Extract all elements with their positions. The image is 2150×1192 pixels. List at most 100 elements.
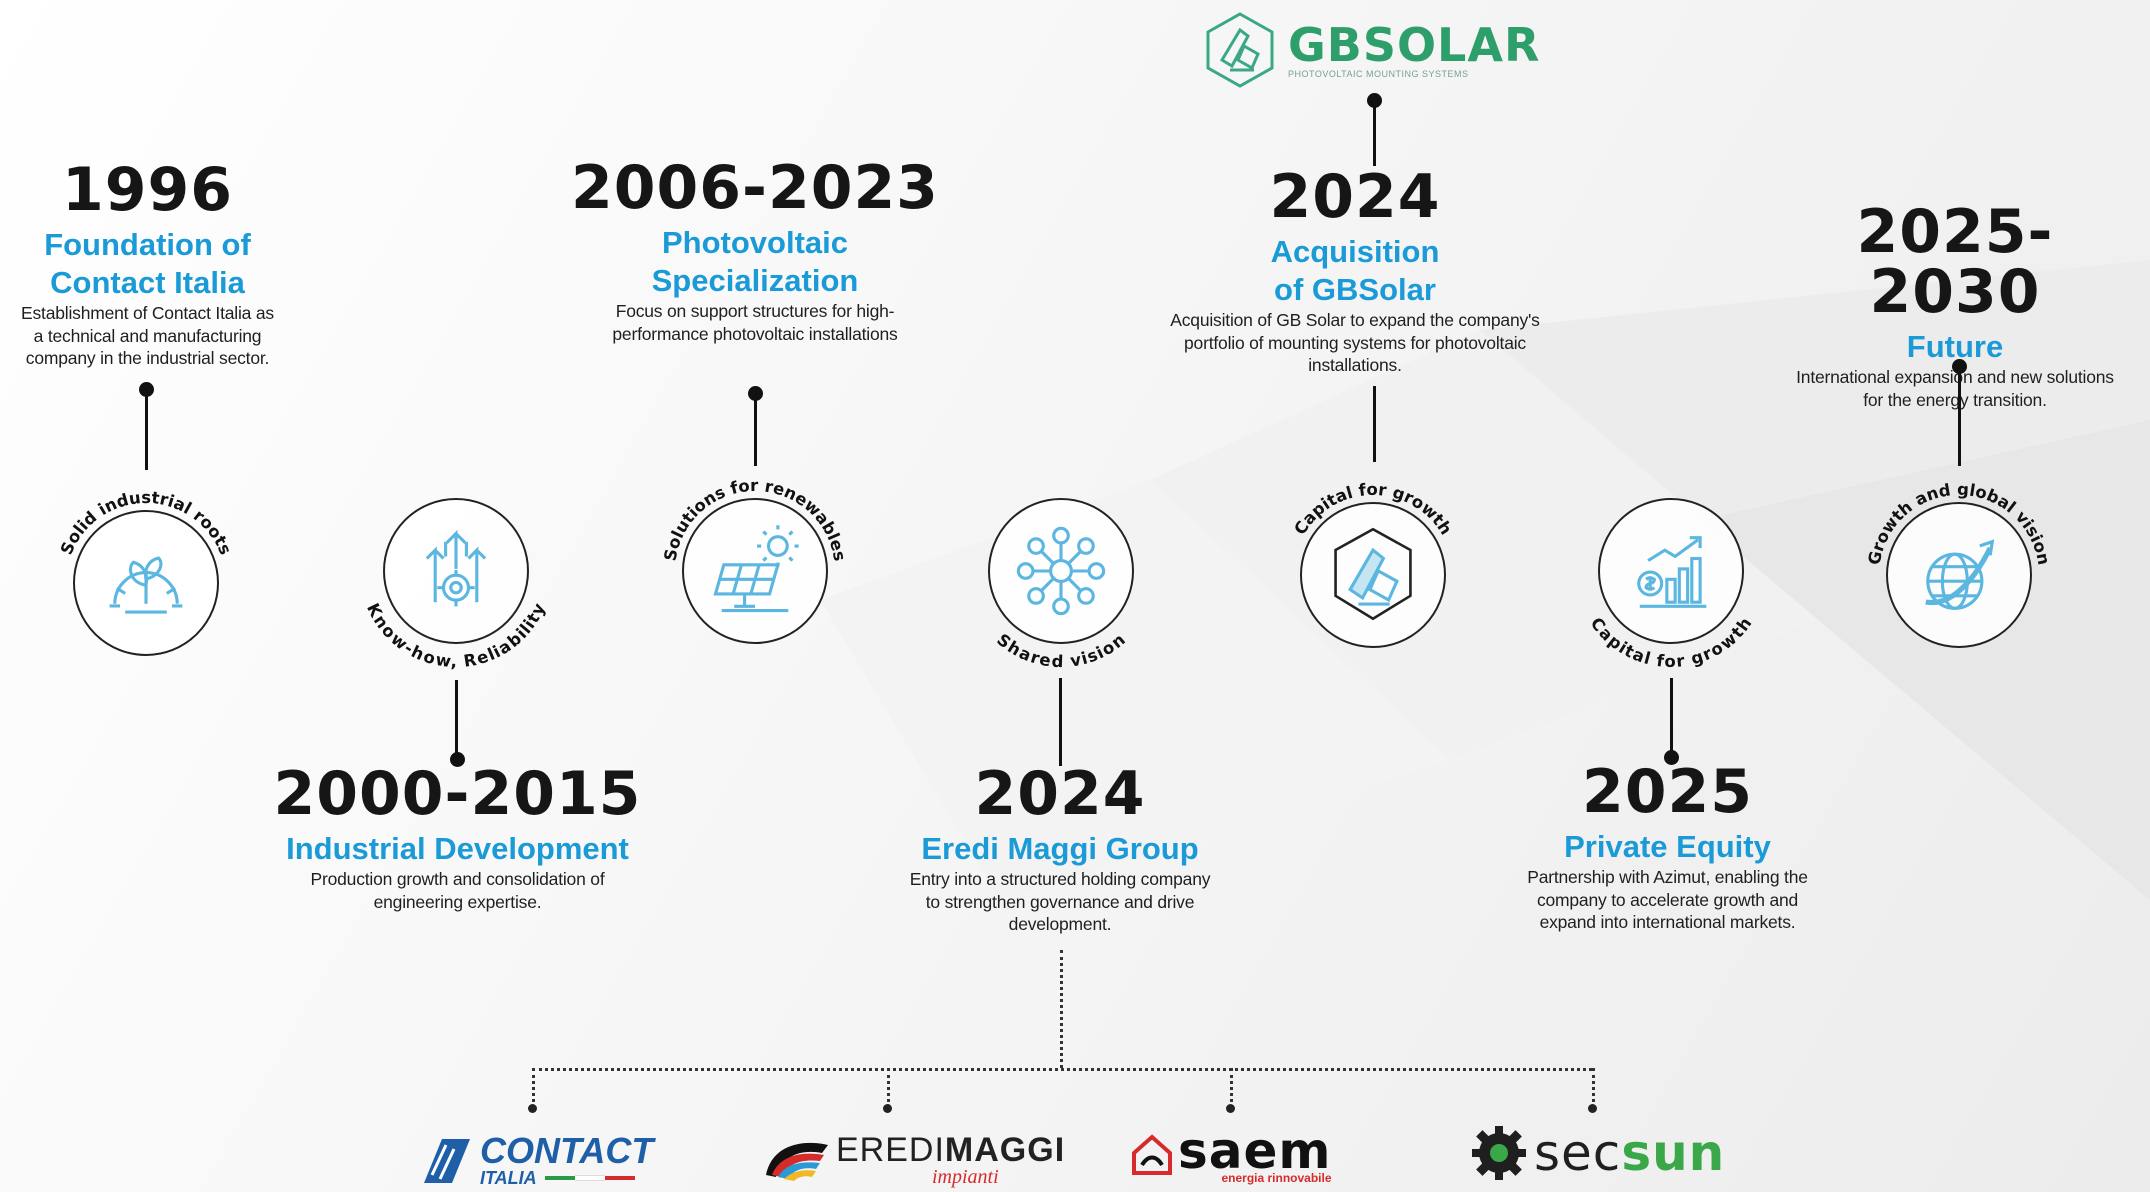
badge-arc: Capital for growth	[1290, 480, 1455, 538]
group-tree-branch	[532, 1068, 1592, 1071]
badge-label: Solid industrial roots	[57, 488, 235, 558]
milestone-year: 1996	[62, 155, 233, 225]
gbsolar-mark-icon	[1334, 527, 1412, 621]
milestone-title: Photovoltaic Specialization	[651, 225, 859, 298]
badge-arc: Shared vision	[993, 630, 1129, 671]
group-tree-leg	[532, 1068, 535, 1108]
badge-arc: Solid industrial roots	[57, 488, 235, 558]
eredi-maggi-emblem-icon	[766, 1142, 828, 1181]
milestone-2024-eredi-maggi: 2024 Eredi Maggi Group Entry into a stru…	[870, 764, 1250, 936]
milestone-1996: 1996 Foundation of Contact Italia Establ…	[5, 160, 290, 370]
milestone-year: 2025-2030	[1856, 197, 2054, 327]
timeline-dot	[748, 386, 763, 401]
milestone-icon-circle	[73, 510, 219, 656]
milestone-2025-private-equity: 2025 Private Equity Partnership with Azi…	[1490, 762, 1845, 934]
timeline-dot	[450, 752, 465, 767]
branch-dot	[883, 1104, 892, 1113]
eredi-maggi-logo: EREDIMAGGI impianti	[762, 1130, 1065, 1190]
saem-sub: energia rinnovabile	[1221, 1171, 1332, 1185]
milestone-icon-circle	[383, 498, 529, 644]
badge-arc: Solutions for renewables	[661, 476, 850, 563]
connector-line	[1373, 100, 1376, 166]
milestone-title: Foundation of Contact Italia	[44, 227, 251, 300]
contact-italia-emblem-icon	[424, 1139, 470, 1183]
milestone-description: Acquisition of GB Solar to expand the co…	[1170, 310, 1540, 375]
secsun-gear-icon	[1472, 1126, 1526, 1180]
milestone-2000-2015: 2000-2015 Industrial Development Product…	[265, 764, 650, 913]
eredi-maggi-name-right: MAGGI	[944, 1131, 1066, 1169]
branch-dot	[1226, 1104, 1235, 1113]
contact-italia-sub: ITALIA	[480, 1168, 537, 1188]
contact-italia-logo: CONTACT ITALIA	[420, 1132, 653, 1188]
milestone-icon-circle	[1300, 502, 1446, 648]
milestone-title: Industrial Development	[286, 831, 629, 866]
milestone-description: Partnership with Azimut, enabling the co…	[1527, 867, 1808, 932]
milestone-title: Eredi Maggi Group	[921, 831, 1199, 866]
connector-line	[1670, 678, 1673, 756]
flag-stripe-green	[544, 1176, 575, 1180]
milestone-year: 2006-2023	[571, 153, 939, 223]
group-tree-leg	[887, 1068, 890, 1108]
milestone-description: Establishment of Contact Italia as a tec…	[21, 303, 274, 368]
milestone-2025-2030: 2025-2030 Future International expansion…	[1775, 202, 2135, 411]
milestone-title: Future	[1906, 329, 2004, 364]
gbsolar-logo-text: GBSOLAR	[1288, 18, 1541, 72]
badge-label: Capital for growth	[1587, 614, 1756, 671]
arrows-gear-icon	[425, 529, 487, 607]
branch-dot	[1588, 1104, 1597, 1113]
badge-label: Shared vision	[993, 630, 1129, 671]
group-tree-trunk	[1060, 950, 1063, 1068]
milestone-description: Focus on support structures for high- pe…	[612, 301, 898, 344]
flag-stripe-red	[604, 1176, 635, 1180]
secsun-logo: secsun	[1470, 1122, 1725, 1184]
contact-italia-name: CONTACT	[480, 1130, 654, 1171]
globe-arrow-icon	[1925, 539, 1995, 610]
milestone-icon-circle	[682, 498, 828, 644]
connector-line	[1059, 678, 1062, 766]
growth-chart-icon	[1637, 536, 1707, 608]
timeline-dot	[1664, 750, 1679, 765]
group-tree-leg	[1230, 1068, 1233, 1108]
gbsolar-emblem-icon	[1206, 12, 1274, 88]
eredi-maggi-wordmark: EREDIMAGGI impianti	[836, 1133, 1065, 1187]
gbsolar-wordmark: GBSOLAR PHOTOVOLTAIC MOUNTING SYSTEMS	[1288, 21, 1540, 79]
gbsolar-logo-tagline: PHOTOVOLTAIC MOUNTING SYSTEMS	[1288, 69, 1469, 79]
milestone-description: Entry into a structured holding company …	[909, 869, 1211, 934]
network-icon	[1016, 526, 1106, 616]
saem-wordmark: saem energia rinnovabile	[1178, 1126, 1332, 1184]
badge-label: Know-how, Reliability	[363, 600, 549, 671]
saem-logo: saem energia rinnovabile	[1128, 1124, 1332, 1186]
milestone-icon-circle	[1598, 498, 1744, 644]
milestone-year: 2025	[1582, 757, 1753, 827]
eredi-maggi-name-left: EREDI	[836, 1131, 945, 1169]
eredi-maggi-sub: impianti	[932, 1166, 999, 1188]
connector-line	[145, 390, 148, 470]
saem-name: saem	[1178, 1122, 1332, 1180]
timeline-dot	[139, 382, 154, 397]
milestone-2024-gbsolar: 2024 Acquisition of GBSolar Acquisition …	[1140, 167, 1570, 377]
milestone-2006-2023: 2006-2023 Photovoltaic Specialization Fo…	[570, 158, 940, 345]
connector-line	[754, 394, 757, 466]
badge-label: Capital for growth	[1290, 480, 1455, 538]
connector-line	[1373, 386, 1376, 462]
secsun-name-right: sun	[1621, 1124, 1726, 1182]
plant-gear-icon	[109, 556, 183, 614]
milestone-year: 2024	[974, 759, 1146, 829]
badge-arc: Capital for growth	[1587, 614, 1756, 671]
milestone-year: 2024	[1269, 162, 1441, 232]
badge-arc: Growth and global vision	[1865, 480, 2054, 567]
saem-emblem-icon	[1132, 1134, 1172, 1175]
milestone-description: Production growth and consolidation of e…	[310, 869, 605, 912]
milestone-icon-circle	[1886, 502, 2032, 648]
gbsolar-logo: GBSOLAR PHOTOVOLTAIC MOUNTING SYSTEMS	[1200, 10, 1540, 90]
badge-label: Solutions for renewables	[661, 476, 850, 563]
milestone-title: Acquisition of GBSolar	[1270, 234, 1440, 307]
milestone-icon-circle	[988, 498, 1134, 644]
group-tree-leg	[1592, 1068, 1595, 1108]
flag-stripe-white	[574, 1175, 605, 1181]
secsun-name-left: sec	[1534, 1124, 1622, 1182]
contact-italia-wordmark: CONTACT ITALIA	[480, 1130, 654, 1188]
badge-arc: Know-how, Reliability	[363, 600, 549, 671]
branch-dot	[528, 1104, 537, 1113]
